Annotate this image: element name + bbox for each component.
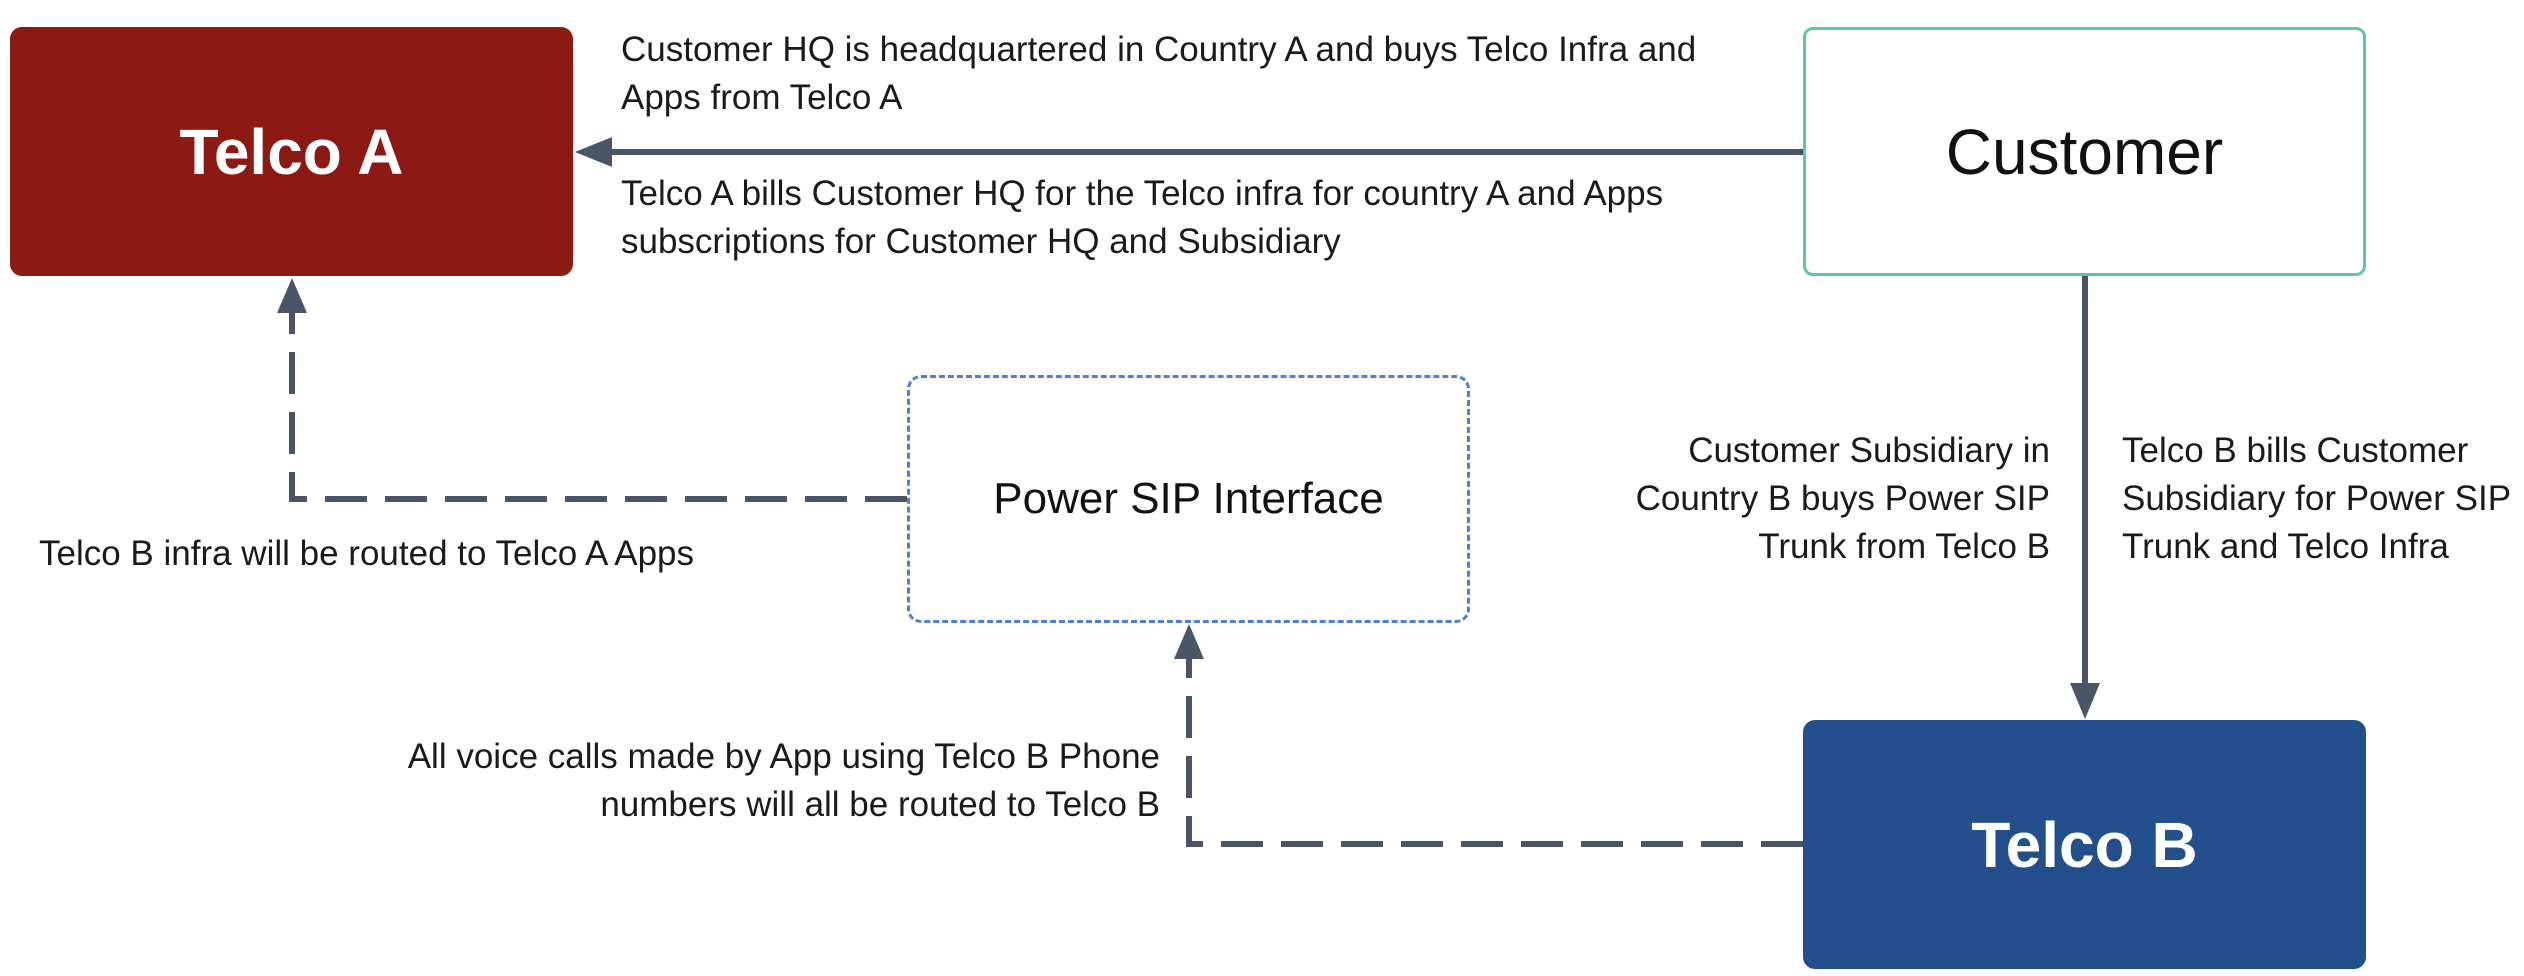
label-line: Telco A bills Customer HQ for the Telco … bbox=[621, 174, 1664, 213]
arrowhead-telco-b-top bbox=[2070, 683, 2100, 719]
label-line: Subsidiary for Power SIP bbox=[2122, 479, 2512, 518]
label-line: All voice calls made by App using Telco … bbox=[407, 737, 1160, 776]
telco-a-label: Telco A bbox=[179, 115, 404, 188]
label-line: numbers will all be routed to Telco B bbox=[600, 785, 1160, 824]
customer-label: Customer bbox=[1945, 115, 2224, 188]
label-line: Trunk from Telco B bbox=[1758, 527, 2050, 566]
label-line: Telco B bills Customer bbox=[2122, 431, 2469, 470]
telco-b-label: Telco B bbox=[1971, 808, 2198, 881]
power-sip-interface-label: Power SIP Interface bbox=[993, 474, 1384, 523]
power-sip-interface-box[interactable]: Power SIP Interface bbox=[907, 375, 1470, 623]
label-line: Country B buys Power SIP bbox=[1635, 479, 2050, 518]
telco-a-box[interactable]: Telco A bbox=[10, 27, 573, 276]
label-line: Trunk and Telco Infra bbox=[2122, 527, 2449, 566]
label-line: Telco B infra will be routed to Telco A … bbox=[39, 534, 695, 573]
label-telco-b-infra-routed: Telco B infra will be routed to Telco A … bbox=[39, 530, 694, 578]
arrowhead-telco-a-right bbox=[575, 137, 612, 167]
label-customer-subsidiary-buys: Customer Subsidiary in Country B buys Po… bbox=[1590, 427, 2050, 571]
connector-telco-b-to-sip bbox=[1186, 655, 1803, 847]
label-line: Customer HQ is headquartered in Country … bbox=[621, 30, 1697, 69]
label-voice-calls-routed: All voice calls made by App using Telco … bbox=[300, 733, 1160, 829]
customer-box[interactable]: Customer bbox=[1803, 27, 2366, 276]
label-line: subscriptions for Customer HQ and Subsid… bbox=[621, 222, 1341, 261]
label-line: Apps from Telco A bbox=[621, 78, 903, 117]
connector-sip-to-telco-a bbox=[289, 310, 907, 502]
label-line: Customer Subsidiary in bbox=[1688, 431, 2050, 470]
telco-b-box[interactable]: Telco B bbox=[1803, 720, 2366, 969]
label-telco-a-bills: Telco A bills Customer HQ for the Telco … bbox=[621, 170, 1663, 266]
label-customer-hq-buys: Customer HQ is headquartered in Country … bbox=[621, 26, 1696, 122]
arrowhead-telco-a-bottom bbox=[277, 278, 307, 313]
arrowhead-sip-bottom bbox=[1174, 624, 1204, 659]
label-telco-b-bills: Telco B bills Customer Subsidiary for Po… bbox=[2122, 427, 2511, 571]
